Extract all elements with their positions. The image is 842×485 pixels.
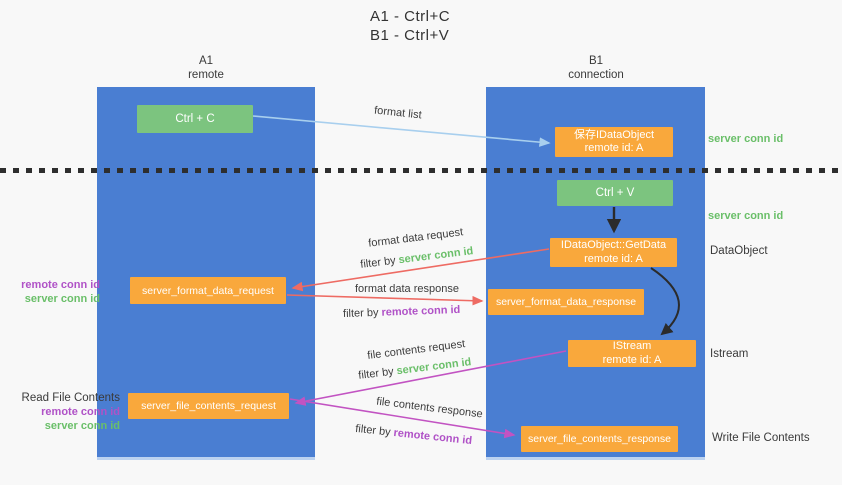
column-b1-subtitle: connection (568, 69, 624, 81)
node-server-file-contents-request-label: server_file_contents_request (141, 400, 276, 412)
node-server-format-data-request: server_format_data_request (130, 277, 286, 304)
flow-label-format-data-request: format data request (367, 226, 464, 250)
diagram-title: A1 - Ctrl+C B1 - Ctrl+V (370, 7, 450, 45)
column-header-b1: B1 connection (536, 54, 656, 82)
filter-by-text: filter by (359, 254, 397, 271)
node-server-file-contents-response: server_file_contents_response (521, 426, 678, 452)
node-save-idataobject: 保存IDataObject remote id: A (555, 127, 673, 157)
left-label-remote-conn-id: remote conn id (21, 279, 100, 291)
filter-remote-conn-id: remote conn id (392, 426, 473, 448)
filter-server-conn-id: server conn id (397, 245, 474, 267)
node-istream-line2: remote id: A (602, 353, 662, 366)
column-b1-name: B1 (588, 55, 604, 67)
node-ctrl-c: Ctrl + C (137, 105, 253, 133)
left-label-server-conn-id: server conn id (24, 293, 100, 305)
node-idataobject-getdata: IDataObject::GetData remote id: A (550, 238, 677, 267)
node-server-file-contents-request: server_file_contents_request (128, 393, 289, 419)
left-conn-id-block-middle: remote conn id server conn id (0, 278, 100, 306)
right-label-server-conn-id-top: server conn id (708, 133, 784, 145)
node-istream: IStream remote id: A (568, 340, 696, 367)
node-ctrl-v-label: Ctrl + V (595, 187, 635, 199)
session-separator-dotted-line (0, 168, 842, 173)
column-a1-subtitle: remote (188, 69, 224, 81)
node-getdata-line1: IDataObject::GetData (560, 239, 667, 251)
filter-server-conn-id: server conn id (395, 356, 472, 378)
arrow-format-data-response (286, 294, 484, 306)
left-label-server-conn-id-2: server conn id (44, 420, 120, 432)
title-line-copy: A1 - Ctrl+C (370, 8, 451, 25)
right-label-write-file-contents: Write File Contents (712, 432, 810, 444)
right-label-istream: Istream (710, 348, 749, 360)
right-label-dataobject: DataObject (710, 245, 768, 257)
flow-label-format-data-response: format data response (355, 283, 459, 295)
filter-by-text: filter by (342, 306, 379, 321)
node-server-format-data-response: server_format_data_response (488, 289, 644, 315)
node-server-format-data-response-label: server_format_data_response (495, 296, 637, 308)
node-getdata-line2: remote id: A (584, 252, 643, 265)
left-conn-id-block-bottom: Read File Contents remote conn id server… (0, 391, 120, 433)
left-label-read-file-contents: Read File Contents (21, 392, 120, 404)
column-header-a1: A1 remote (146, 54, 266, 82)
column-a1-name: A1 (198, 55, 214, 67)
node-istream-line1: IStream (612, 340, 652, 352)
flow-label-file-contents-response: file contents response (375, 395, 484, 421)
filter-remote-conn-id: remote conn id (381, 303, 461, 319)
node-save-idataobject-line1: 保存IDataObject (573, 128, 655, 141)
filter-by-text: filter by (357, 365, 395, 382)
flow-label-format-list: format list (373, 104, 423, 122)
node-ctrl-v: Ctrl + V (557, 180, 673, 206)
filter-by-text: filter by (354, 422, 392, 439)
node-ctrl-c-label: Ctrl + C (175, 113, 215, 125)
title-line-paste: B1 - Ctrl+V (370, 27, 450, 44)
node-server-format-data-request-label: server_format_data_request (142, 284, 274, 297)
node-server-file-contents-response-label: server_file_contents_response (527, 433, 671, 445)
right-label-server-conn-id-bottom: server conn id (708, 210, 784, 222)
left-label-remote-conn-id-2: remote conn id (41, 406, 120, 418)
node-save-idataobject-line2: remote id: A (584, 142, 644, 154)
